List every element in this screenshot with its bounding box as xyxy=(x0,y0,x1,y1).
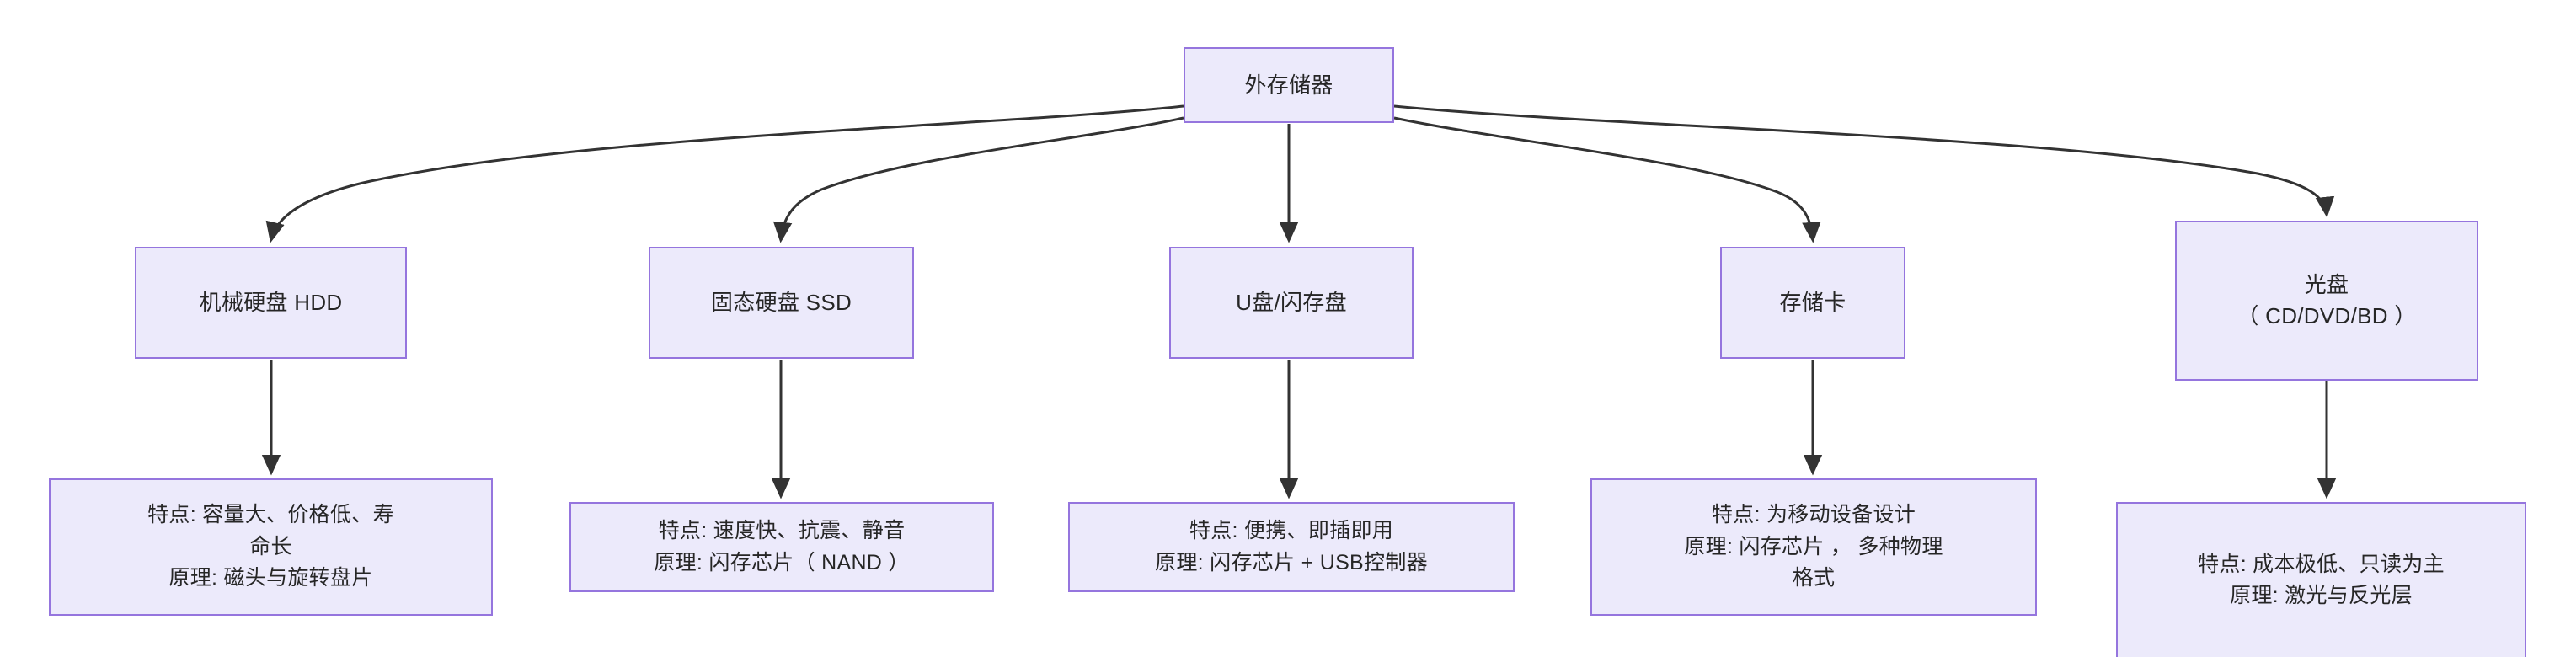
detail-hdd-line-3: 原理: 磁头与旋转盘片 xyxy=(168,566,373,590)
node-optical-disc-label-2: （ CD/DVD/BD ） xyxy=(2237,303,2417,328)
node-usb-drive[interactable]: U盘/闪存盘 xyxy=(1169,247,1414,359)
detail-usb-drive[interactable]: 特点: 便携、即插即用 原理: 闪存芯片 + USB控制器 xyxy=(1068,502,1515,592)
node-ssd-label: 固态硬盘 SSD xyxy=(710,290,852,316)
node-root[interactable]: 外存储器 xyxy=(1184,47,1394,123)
detail-hdd-line-1: 特点: 容量大、价格低、寿 xyxy=(147,503,394,527)
node-memory-card-label: 存储卡 xyxy=(1779,290,1846,316)
detail-card-line-2: 原理: 闪存芯片 ， 多种物理 xyxy=(1684,534,1943,558)
edge-root-to-disc xyxy=(1393,104,2335,218)
detail-hdd-line-2: 命长 xyxy=(249,534,292,558)
node-memory-card[interactable]: 存储卡 xyxy=(1720,247,1905,359)
detail-ssd-line-2: 原理: 闪存芯片（ NAND ） xyxy=(654,550,910,574)
detail-usb-line-1: 特点: 便携、即插即用 xyxy=(1189,519,1394,542)
detail-optical-disc[interactable]: 特点: 成本极低、只读为主 原理: 激光与反光层 xyxy=(2116,502,2526,657)
detail-ssd-line-1: 特点: 速度快、抗震、静音 xyxy=(658,519,906,542)
node-root-label: 外存储器 xyxy=(1244,72,1333,98)
edge-root-to-card xyxy=(1393,116,1821,243)
node-ssd[interactable]: 固态硬盘 SSD xyxy=(649,247,914,359)
detail-card-line-1: 特点: 为移动设备设计 xyxy=(1711,503,1916,527)
node-optical-disc[interactable]: 光盘 （ CD/DVD/BD ） xyxy=(2175,221,2478,381)
detail-memory-card[interactable]: 特点: 为移动设备设计 原理: 闪存芯片 ， 多种物理 格式 xyxy=(1590,478,2037,616)
detail-disc-line-2: 原理: 激光与反光层 xyxy=(2230,584,2413,607)
node-hdd[interactable]: 机械硬盘 HDD xyxy=(135,247,407,359)
edge-root-to-ssd xyxy=(772,116,1184,243)
node-optical-disc-label: 光盘 xyxy=(2304,272,2349,298)
detail-ssd[interactable]: 特点: 速度快、抗震、静音 原理: 闪存芯片（ NAND ） xyxy=(569,502,994,592)
node-hdd-label: 机械硬盘 HDD xyxy=(199,290,343,316)
detail-hdd[interactable]: 特点: 容量大、价格低、寿 命长 原理: 磁头与旋转盘片 xyxy=(49,478,493,616)
detail-disc-line-1: 特点: 成本极低、只读为主 xyxy=(2198,552,2445,576)
detail-card-line-3: 格式 xyxy=(1792,566,1836,590)
edge-root-to-hdd xyxy=(265,104,1184,243)
node-usb-drive-label: U盘/闪存盘 xyxy=(1236,290,1347,316)
detail-usb-line-2: 原理: 闪存芯片 + USB控制器 xyxy=(1155,550,1428,574)
